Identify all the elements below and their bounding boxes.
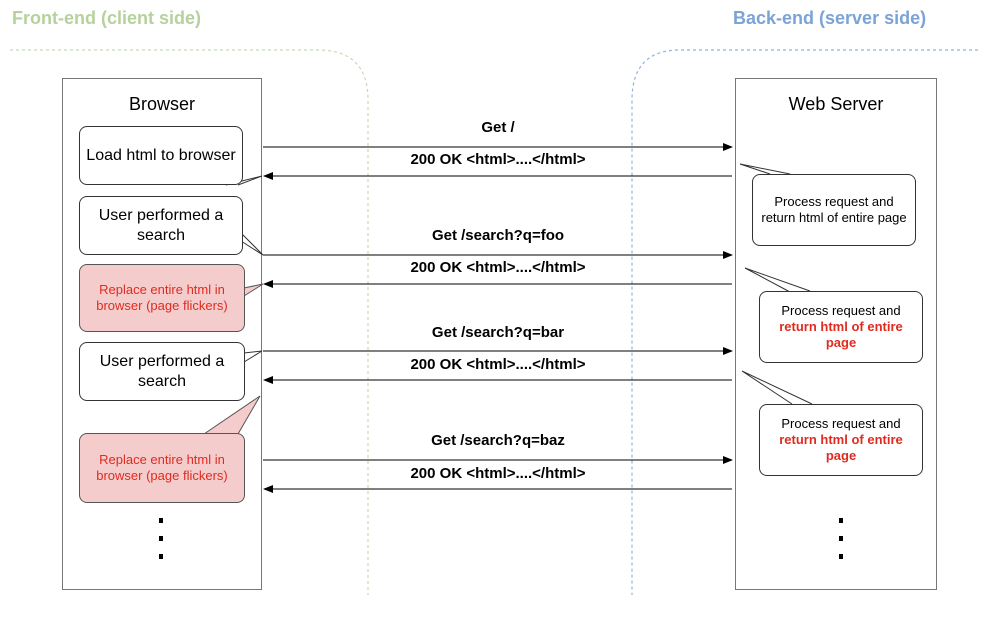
browser-continuation-ellipsis-icon [159,518,163,559]
callout-tail-5 [203,395,261,435]
front-end-lane-boundary [10,49,369,595]
message-response-1: 200 OK <html>....</html> [410,151,586,168]
server-note-3: Process request and return html of entir… [759,404,923,476]
server-note-tail-3 [741,370,813,405]
step-user-search-1-label: User performed a search [98,206,224,244]
web-server-title: Web Server [788,94,884,114]
message-response-3: 200 OK <html>....</html> [410,356,586,373]
message-response-4: 200 OK <html>....</html> [410,465,586,482]
callout-tail-3 [243,283,264,297]
server-note-2: Process request and return html of entir… [759,291,923,363]
browser-title: Browser [128,94,195,114]
server-note-3-label: Process request and return html of entir… [779,415,903,464]
step-load-html-label: Load html to browser [86,146,236,164]
server-note-1: Process request and return html of entir… [752,174,916,246]
back-end-lane-title: Back-end (server side) [733,8,927,28]
step-user-search-2: User performed a search [79,342,245,401]
step-replace-html-2: Replace entire html in browser (page fli… [79,433,245,503]
message-get-search-foo: Get /search?q=foo [431,227,565,244]
message-get-search-baz: Get /search?q=baz [431,432,565,449]
message-response-2: 200 OK <html>....</html> [410,259,586,276]
step-replace-html-1: Replace entire html in browser (page fli… [79,264,245,332]
server-note-tail-2 [744,267,811,293]
server-note-2-label: Process request and return html of entir… [779,302,903,351]
callout-tail-4 [243,350,263,363]
step-replace-html-1-label: Replace entire html in browser (page fli… [96,281,228,313]
server-note-1-label: Process request and return html of entir… [761,193,907,225]
server-note-tail-1 [739,163,791,175]
server-continuation-ellipsis-icon [839,518,843,559]
step-replace-html-2-label: Replace entire html in browser (page fli… [96,451,228,483]
step-user-search-2-label: User performed a search [99,352,225,390]
step-user-search-1: User performed a search [79,196,243,255]
message-get-search-bar: Get /search?q=bar [431,324,565,341]
front-end-lane-title: Front-end (client side) [12,8,201,28]
step-load-html: Load html to browser [79,126,243,185]
back-end-lane-boundary [631,49,978,595]
message-get-root: Get / [481,119,515,136]
